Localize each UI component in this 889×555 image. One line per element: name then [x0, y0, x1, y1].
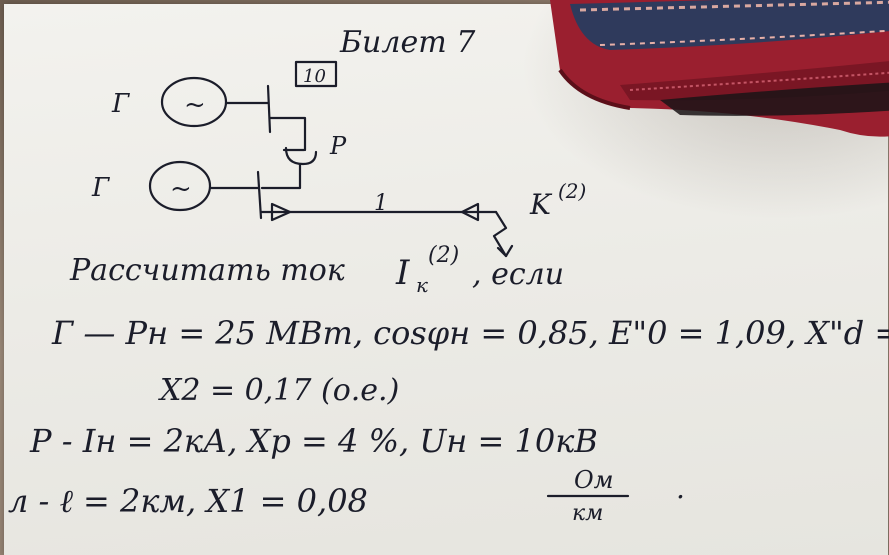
- task-intro-end: , если: [472, 257, 564, 292]
- current-symbol: I: [395, 253, 410, 293]
- fault-superscript: (2): [558, 179, 586, 203]
- fault-label: K: [529, 188, 553, 221]
- line-params-line: л - ℓ = 2км, X1 = 0,08: [8, 482, 368, 520]
- busbar-2: [256, 170, 263, 220]
- generator-label-2: Г: [91, 173, 110, 203]
- breaker-left: [270, 202, 292, 222]
- unit-numerator: Ом: [574, 466, 614, 494]
- number-box: [294, 60, 338, 88]
- task-intro: Рассчитать ток: [69, 253, 345, 288]
- generator-params-line-2: X2 = 0,17 (о.е.): [158, 373, 399, 408]
- reactor-params-line: Р - Iн = 2кА, Xр = 4 %, Uн = 10кВ: [29, 422, 598, 460]
- box-number: 10: [303, 66, 326, 87]
- current-superscript: (2): [428, 243, 459, 268]
- reactor-label: Р: [329, 132, 347, 160]
- generator-2-tilde: ~: [170, 174, 192, 204]
- line-label: 1: [374, 191, 388, 216]
- trailing-mark: .: [676, 472, 685, 505]
- fault-arrow: [492, 210, 508, 258]
- generator-params-line-1: Г — Pн = 25 МВт, cosφн = 0,85, E"0 = 1,0…: [51, 314, 889, 352]
- current-subscript: к: [416, 273, 428, 297]
- ticket-title: Билет 7: [339, 25, 476, 60]
- unit-denominator: км: [572, 501, 603, 526]
- reactor-lead-top: [268, 116, 307, 152]
- pencil-case-image: [550, 0, 889, 137]
- generator-2-symbol: [148, 160, 212, 212]
- reactor-lead-bottom: [260, 163, 302, 190]
- busbar-1: [266, 84, 272, 134]
- generator-label-1: Г: [111, 89, 130, 119]
- generator-1-tilde: ~: [184, 90, 206, 120]
- reactor-symbol: [284, 146, 318, 166]
